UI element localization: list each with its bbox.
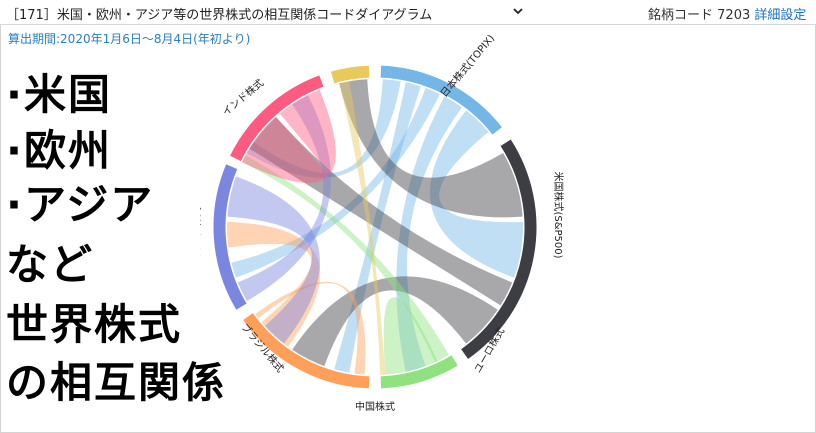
chord-ribbons	[227, 79, 523, 375]
chord-ribbon[interactable]	[246, 79, 401, 178]
chord-ribbon[interactable]	[231, 87, 440, 278]
chord-ribbon[interactable]	[227, 221, 321, 347]
chord-ribbon[interactable]	[339, 81, 386, 375]
overlay-text-line: など	[6, 240, 95, 289]
chord-ribbon[interactable]	[396, 96, 462, 372]
ticker-code: 銘柄コード 7203 詳細設定	[648, 4, 806, 23]
overlay-text-line: 世界株式	[6, 300, 183, 349]
chord-ribbon[interactable]	[249, 117, 513, 306]
chord-ribbon[interactable]	[237, 95, 331, 301]
group-arc[interactable]	[379, 354, 460, 390]
group-arc[interactable]	[329, 64, 371, 85]
chord-diagram: 日本株式(TOPIX)米国株式(S&P500)ユーロ株式中国株式ブラジル株式ロシ…	[200, 32, 565, 413]
group-arc[interactable]	[459, 138, 538, 361]
overlay-text-line: ·アジア	[6, 180, 155, 229]
chord-ribbon[interactable]	[292, 276, 498, 367]
group-label: ロシア株式	[200, 207, 203, 257]
chord-ribbon[interactable]	[241, 89, 336, 183]
group-label: 中国株式	[355, 400, 395, 413]
group-label: 米国株式(S&P500)	[552, 171, 565, 258]
overlay-text-line: ·米国	[6, 70, 112, 119]
chord-ribbon[interactable]	[334, 82, 421, 373]
chord-ribbon[interactable]	[241, 155, 449, 363]
chord-ribbon[interactable]	[339, 79, 523, 218]
chord-group-arcs	[212, 64, 538, 390]
chord-ribbon[interactable]	[383, 297, 438, 375]
group-arc[interactable]	[212, 163, 248, 312]
group-arc[interactable]	[241, 311, 371, 390]
chord-ribbon[interactable]	[430, 110, 523, 278]
diagram-select-title[interactable]: ［171］米国・欧州・アジア等の世界株式の相互関係コードダイアグラム	[6, 8, 433, 23]
overlay-text-line: ·欧州	[6, 126, 112, 175]
group-label: インド株式	[219, 76, 266, 118]
header-bar: ［171］米国・欧州・アジア等の世界株式の相互関係コードダイアグラム 銘柄コード…	[0, 0, 816, 25]
settings-link[interactable]: 詳細設定	[754, 8, 807, 23]
group-label: 日本株式(TOPIX)	[437, 32, 497, 100]
ticker-code-value: 7203	[717, 8, 751, 23]
chord-ribbon[interactable]	[227, 176, 320, 344]
group-arc[interactable]	[379, 64, 504, 136]
ticker-code-label: 銘柄コード	[648, 8, 714, 23]
chevron-down-icon[interactable]	[510, 3, 526, 19]
group-arc[interactable]	[228, 74, 325, 163]
calc-period: 算出期間:2020年1月6日〜8月4日(年初より)	[8, 32, 251, 46]
overlay-text-line: の相互関係	[6, 358, 227, 407]
